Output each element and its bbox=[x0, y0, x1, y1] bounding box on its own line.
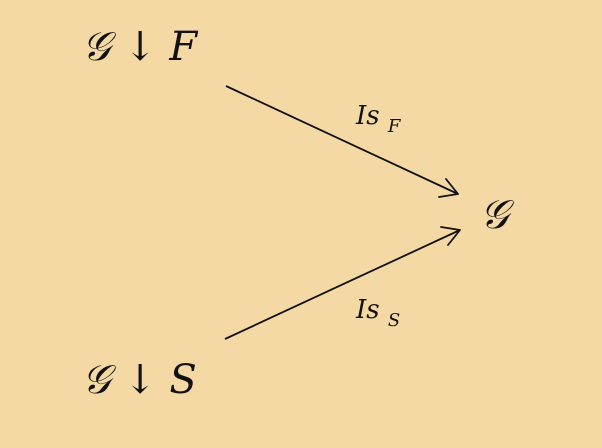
node-top-label: 𝒢 ↓ F bbox=[82, 24, 198, 70]
node-target-label: 𝒢 bbox=[480, 192, 515, 238]
edge-bottom-label-main: Is bbox=[355, 295, 380, 325]
edge-top-to-target-arrowhead bbox=[438, 178, 459, 198]
edge-top-to-target-line bbox=[225, 85, 459, 195]
edge-top-to-target-label: Is F bbox=[355, 101, 402, 137]
edge-bottom-label-subscript: S bbox=[388, 310, 400, 331]
edge-bottom-to-target-label: Is S bbox=[355, 295, 400, 331]
edge-top-label-subscript: F bbox=[387, 116, 402, 137]
edge-top-label-main: Is bbox=[355, 101, 380, 131]
edge-bottom-to-target-line bbox=[224, 229, 461, 340]
edge-bottom-to-target-arrowhead bbox=[440, 226, 461, 246]
node-bottom-label: 𝒢 ↓ S bbox=[82, 357, 197, 403]
